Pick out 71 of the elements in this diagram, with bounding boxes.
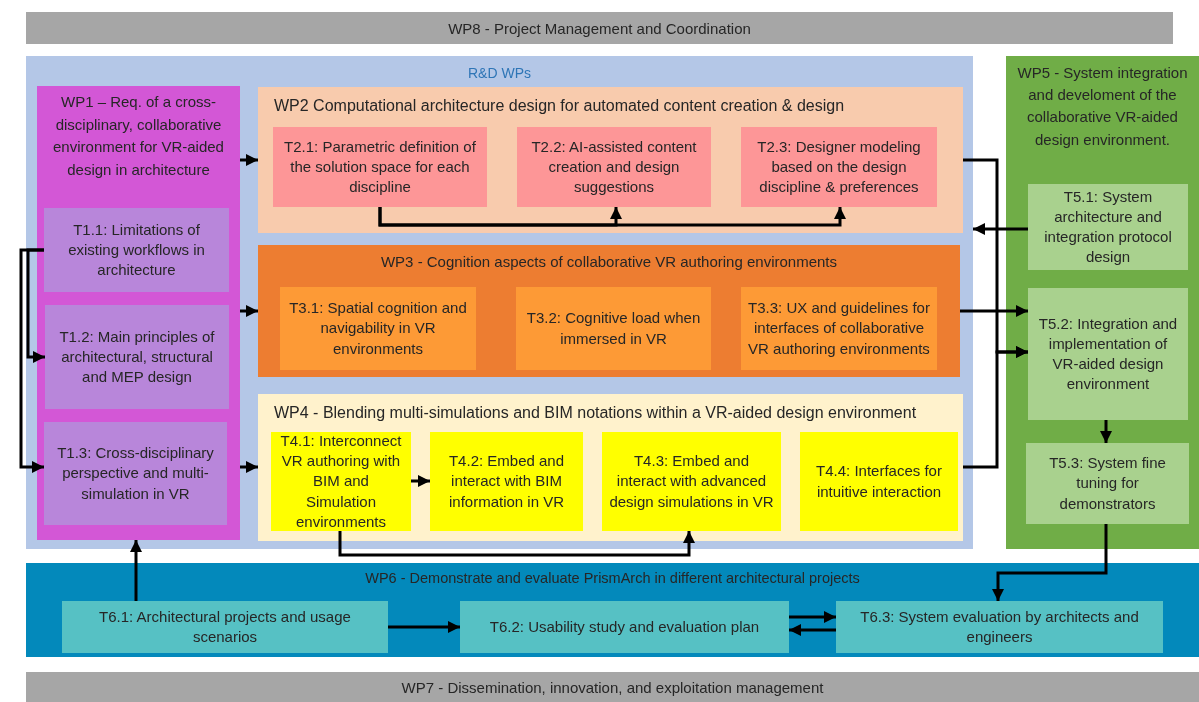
arrow xyxy=(992,524,1108,601)
work-package-band xyxy=(26,563,1199,657)
arrow xyxy=(411,475,430,487)
task-box xyxy=(517,127,711,207)
arrow xyxy=(378,207,846,227)
task-box xyxy=(741,287,937,370)
work-package-box xyxy=(258,245,960,377)
heading: R&D WPs xyxy=(467,64,532,83)
task-label: T4.1: Interconnect VR authoring with BIM and Simulation environments xyxy=(279,430,403,532)
task-label: T2.3: Designer modeling based on the design discipline & preferences xyxy=(756,136,922,198)
arrow xyxy=(973,223,1028,235)
task-box xyxy=(1026,443,1189,524)
task-box xyxy=(1028,288,1188,420)
arrow xyxy=(963,346,1028,469)
task-label: T6.1: Architectural projects and usage scenarios xyxy=(98,606,352,647)
task-label: T2.1: Parametric definition of the solution space for each discipline xyxy=(283,136,477,198)
heading: WP5 - System integration and develoment of the collaborative VR-aided design environment. xyxy=(1016,63,1189,150)
arrow xyxy=(130,540,142,601)
task-label: T4.4: Interfaces for intuitive interaction xyxy=(815,461,943,502)
arrow xyxy=(19,248,44,473)
task-label: T4.2: Embed and interact with BIM information in VR xyxy=(447,451,566,512)
work-package-box xyxy=(258,87,963,233)
task-box xyxy=(62,601,388,653)
task-label: T1.3: Cross-disciplinary perspective and multi-simulation in VR xyxy=(56,443,215,504)
work-package-box xyxy=(37,86,240,540)
band xyxy=(26,12,1173,44)
task-box xyxy=(44,208,229,292)
task-box xyxy=(741,127,937,207)
heading: WP1 – Req. of a cross-disciplinary, collaborative environment for VR-aided design in architecture xyxy=(52,92,225,180)
arrow xyxy=(240,461,258,473)
task-label: T3.1: Spatial cognition and navigability in VR environments xyxy=(288,298,468,359)
task-label: T3.3: UX and guidelines for interfaces of collaborative VR authoring environments xyxy=(747,298,931,359)
arrow xyxy=(960,305,1028,317)
task-label: T1.2: Main principles of architectural, structural and MEP design xyxy=(58,326,216,388)
arrow xyxy=(388,621,460,633)
task-label: T5.3: System fine tuning for demonstrators xyxy=(1048,453,1167,514)
task-box xyxy=(273,127,487,207)
task-label: T4.3: Embed and interact with advanced design simulations in VR xyxy=(608,451,775,512)
task-label: T2.2: AI-assisted content creation and design suggestions xyxy=(530,136,698,198)
heading: WP7 - Dissemination, innovation, and exploitation management xyxy=(401,678,824,696)
arrow xyxy=(240,305,258,317)
task-box xyxy=(602,432,781,531)
work-package-box xyxy=(1006,56,1199,549)
arrow xyxy=(789,624,836,636)
heading: WP3 - Cognition aspects of collaborative VR authoring environments xyxy=(379,252,839,272)
task-label: T6.2: Usability study and evaluation plan xyxy=(489,616,760,637)
arrow xyxy=(240,154,258,166)
arrow xyxy=(789,611,836,623)
task-box xyxy=(45,305,229,409)
heading: WP2 Computational architecture design for automated content creation & design xyxy=(273,96,846,116)
task-box xyxy=(430,432,583,531)
heading: WP6 - Demonstrate and evaluate PrismArch in different architectural projects xyxy=(364,569,861,588)
group-panel xyxy=(26,56,973,549)
task-box xyxy=(460,601,789,653)
band xyxy=(26,672,1199,702)
work-package-box xyxy=(258,394,963,541)
arrow xyxy=(1100,420,1112,443)
task-label: T5.1: System architecture and integration protocol design xyxy=(1043,186,1173,268)
task-label: T5.2: Integration and implementation of VR-aided design environment xyxy=(1037,313,1179,395)
arrow xyxy=(338,531,695,557)
heading: WP8 - Project Management and Coordination xyxy=(448,19,751,37)
task-box xyxy=(280,287,476,370)
task-box xyxy=(516,287,711,370)
task-label: T6.3: System evaluation by architects and engineers xyxy=(859,606,1140,647)
task-box xyxy=(1028,184,1188,270)
task-label: T3.2: Cognitive load when immersed in VR xyxy=(525,308,702,349)
heading: WP4 - Blending multi-simulations and BIM notations within a VR-aided design environment xyxy=(273,403,918,423)
task-box xyxy=(44,422,227,525)
task-box xyxy=(836,601,1163,653)
task-label: T1.1: Limitations of existing workflows in architecture xyxy=(67,219,206,281)
task-box xyxy=(800,432,958,531)
